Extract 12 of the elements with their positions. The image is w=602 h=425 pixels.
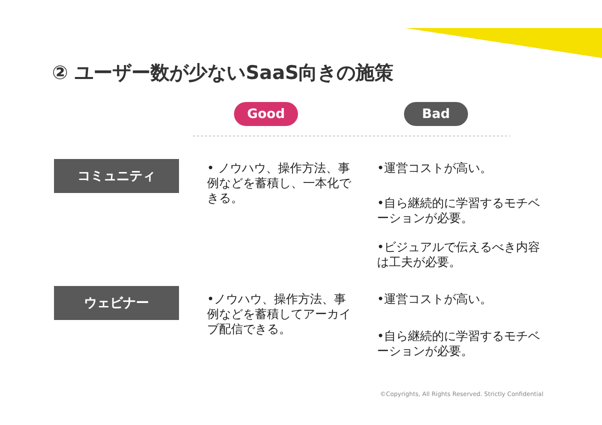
con-text: •ビジュアルで伝えるべき内容は工夫が必要。 xyxy=(377,240,542,270)
pro-text: •ノウハウ、操作方法、事例などを蓄積してアーカイブ配信できる。 xyxy=(207,292,352,337)
con-text: •自ら継続的に学習するモチベーションが必要。 xyxy=(377,329,542,359)
bad-header-pill: Bad xyxy=(404,102,468,126)
pro-text: • ノウハウ、操作方法、事例などを蓄積し、一本化できる。 xyxy=(207,161,352,206)
con-text: •運営コストが高い。 xyxy=(377,292,494,307)
category-label: コミュニティ xyxy=(54,159,179,193)
con-text: •運営コストが高い。 xyxy=(377,161,494,176)
good-header-pill: Good xyxy=(234,102,298,126)
slide-title: ② ユーザー数が少ないSaaS向きの施策 xyxy=(52,61,394,86)
category-label: ウェビナー xyxy=(54,286,179,320)
con-text: •自ら継続的に学習するモチベーションが必要。 xyxy=(377,196,542,226)
